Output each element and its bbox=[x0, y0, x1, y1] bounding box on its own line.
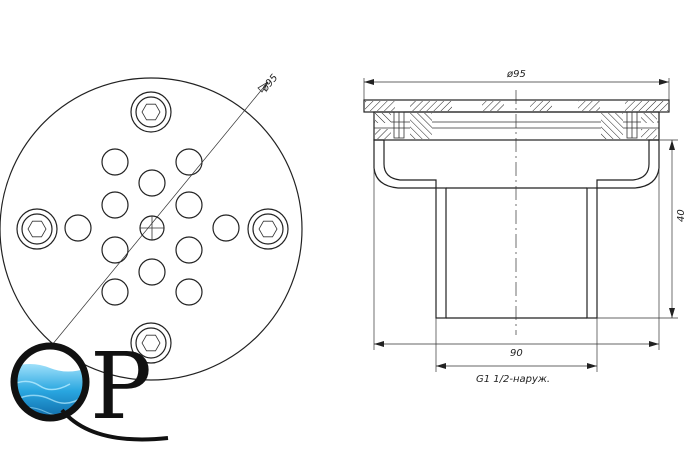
height-label: 40 bbox=[676, 209, 687, 222]
mounting-screw-right bbox=[247, 208, 289, 250]
qp-logo: P Q bbox=[0, 0, 169, 442]
mounting-screw-top bbox=[130, 91, 172, 133]
section-diameter-label: ø95 bbox=[506, 69, 526, 80]
pipe-width-label: 90 bbox=[510, 348, 523, 359]
diameter-dimension-line bbox=[37, 81, 269, 363]
cover-plate-hatching bbox=[365, 101, 668, 111]
logo-letter-q: Q bbox=[0, 0, 1, 1]
mounting-screw-left bbox=[16, 208, 58, 250]
pipe-wall-left bbox=[435, 187, 447, 319]
gasket-hatching bbox=[375, 113, 657, 139]
pipe-wall-right bbox=[586, 187, 598, 319]
cover-plate bbox=[363, 99, 670, 113]
outer-flange-circle bbox=[0, 77, 303, 381]
section-view: ø95 bbox=[363, 69, 687, 385]
drain-holes bbox=[64, 148, 240, 306]
logo-letter-p: P bbox=[90, 333, 152, 440]
body-bowl bbox=[373, 139, 660, 189]
mounting-screw-bottom bbox=[130, 322, 172, 364]
thread-label: G1 1/2-наруж. bbox=[476, 374, 550, 385]
